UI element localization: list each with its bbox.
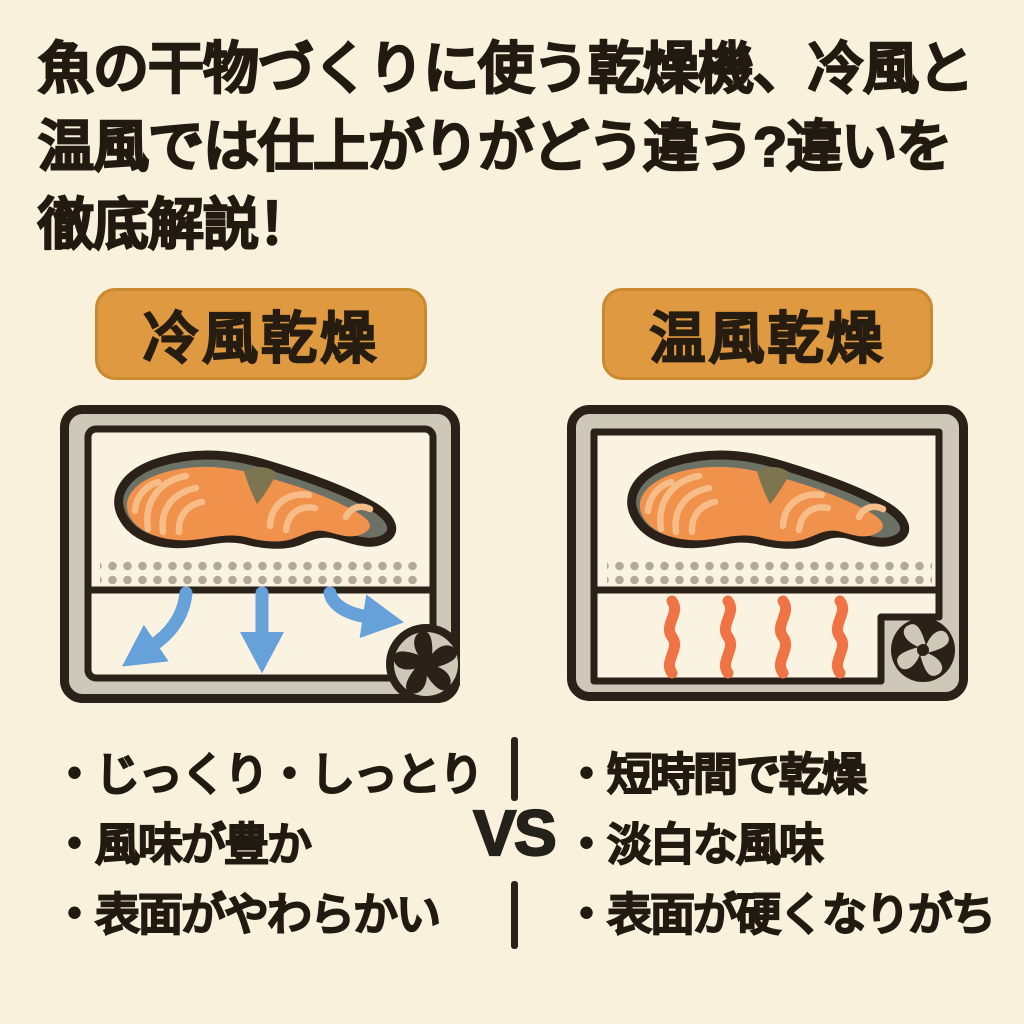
warm-dryer-svg — [567, 405, 968, 701]
vs-divider-bottom — [511, 881, 518, 949]
title-line-3: 徹底解説！ — [37, 192, 315, 257]
heat-wave-2 — [719, 595, 737, 679]
cold-drying-badge: 冷風乾燥 — [95, 288, 427, 380]
title-line-1: 魚の干物づくりに使う乾燥機、冷風と — [37, 36, 975, 101]
heat-wave-3 — [774, 595, 792, 679]
list-item: ・表面が硬くなりがち — [563, 888, 997, 941]
salmon-fillet-illustration — [114, 450, 397, 549]
vs-divider-top — [511, 737, 518, 801]
vs-label: VS — [472, 796, 558, 870]
blue-airflow-arrows — [121, 586, 404, 674]
salmon-streaks — [131, 472, 374, 536]
perforated-tray — [607, 558, 932, 585]
cold-air-arrow-left — [121, 586, 193, 667]
warm-air-dryer-illustration — [567, 405, 968, 706]
perforated-tray — [100, 558, 422, 585]
cold-air-dryer-illustration — [60, 405, 466, 708]
warm-drying-badge: 温風乾燥 — [602, 288, 933, 380]
warm-drying-feature-list: ・短時間で乾燥 ・淡白な風味 ・表面が硬くなりがち — [563, 740, 997, 950]
cold-air-arrow-right — [323, 586, 404, 639]
salmon-streaks — [644, 472, 887, 536]
list-item: ・風味が豊か — [51, 818, 313, 871]
salmon-fillet-illustration — [627, 450, 910, 549]
list-item: ・じっくり・しっとり — [51, 748, 485, 801]
list-item: ・表面がやわらかい — [51, 888, 442, 941]
cold-dryer-svg — [60, 405, 466, 704]
title-line-2: 温風では仕上がりがどう違う?違いを — [37, 114, 953, 179]
circulation-fan-icon — [891, 618, 955, 682]
list-item: ・短時間で乾燥 — [563, 748, 868, 801]
warm-drying-badge-label: 温風乾燥 — [649, 306, 886, 371]
infographic-title: 魚の干物づくりに使う乾燥機、冷風と 温風では仕上がりがどう違う?違いを 徹底解説… — [37, 30, 998, 264]
circulation-fan-icon — [386, 624, 466, 704]
cold-drying-badge-label: 冷風乾燥 — [142, 306, 379, 371]
heat-wave-4 — [831, 595, 849, 679]
cold-drying-feature-list: ・じっくり・しっとり ・風味が豊か ・表面がやわらかい — [51, 740, 485, 950]
salmon-flesh — [639, 466, 883, 542]
list-item: ・淡白な風味 — [563, 818, 825, 871]
heat-wave-1 — [663, 595, 681, 679]
salmon-notch — [757, 467, 790, 504]
salmon-notch — [244, 467, 277, 504]
orange-heat-waves — [663, 595, 849, 679]
salmon-flesh — [126, 466, 370, 542]
